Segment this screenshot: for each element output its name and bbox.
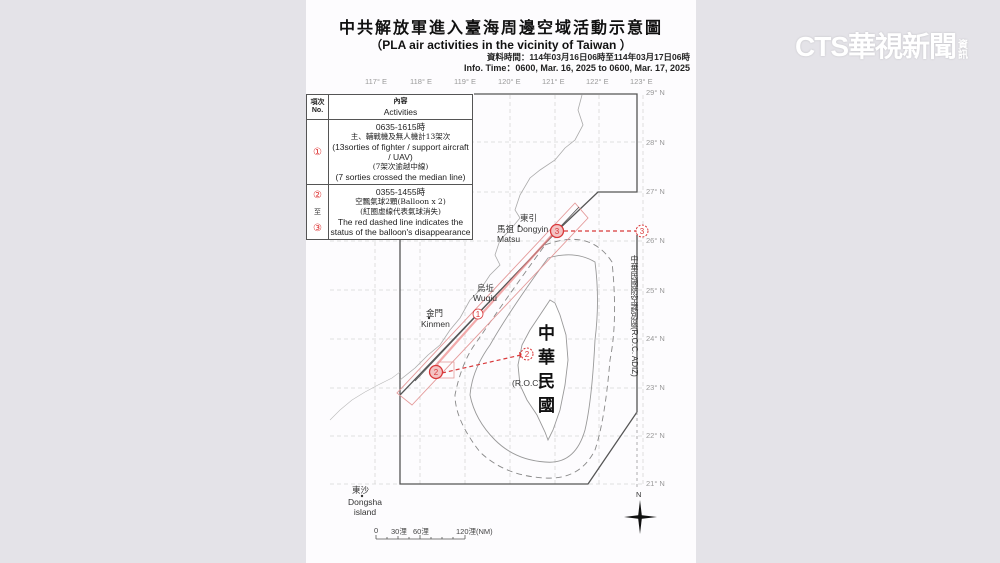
lat-26: 26° N <box>646 236 665 245</box>
label-dongyin-en: Dongyin <box>517 224 549 234</box>
svg-text:3: 3 <box>640 227 645 236</box>
lat-28: 28° N <box>646 138 665 147</box>
label-kinmen-zh: 金門 <box>426 308 444 318</box>
legend-time-1: 0635-1615時 <box>375 122 426 132</box>
lat-27: 27° N <box>646 187 665 196</box>
legend-header-zh: 內容 <box>393 98 408 105</box>
legend-no-2: ② <box>313 190 322 201</box>
lon-118: 118° E <box>410 77 433 86</box>
legend-no-1: ① <box>313 146 322 158</box>
scale-bar <box>375 535 466 540</box>
page-title-en: （PLA air activities in the vicinity of T… <box>370 38 632 52</box>
legend-and: 至 <box>314 209 321 216</box>
label-matsu-zh: 馬祖 <box>497 224 515 234</box>
legend-zh-1: 主、輔戰機及無人機計13架次 <box>350 132 451 141</box>
label-wuqiu-en: Wuqiu <box>473 293 497 303</box>
lon-121: 121° E <box>542 77 565 86</box>
lon-119: 119° E <box>454 77 477 86</box>
marker-3-start[interactable]: 3 <box>549 223 565 239</box>
lat-29: 29° N <box>646 88 665 97</box>
legend-zh-2: 空飄氣球2顆(Balloon x 2) <box>355 197 446 206</box>
scale-0: 0 <box>374 526 379 535</box>
legend-en2-2: The red dashed line indicates the status… <box>330 217 471 237</box>
legend-header-no: 項次 No. <box>307 95 329 119</box>
lat-21: 21° N <box>646 479 665 488</box>
page-title-zh: 中共解放軍進入臺海周邊空域活動示意圖 <box>338 18 663 37</box>
legend-zh2-1: (7架次逾越中線) <box>372 162 429 171</box>
label-roc-zh: 中華民國 <box>538 324 555 416</box>
svg-text:3: 3 <box>555 227 560 236</box>
lon-123: 123° E <box>630 77 653 86</box>
svg-text:1: 1 <box>476 310 481 319</box>
lon-120: 120° E <box>498 77 521 86</box>
legend-zh2-2: (紅圈虛線代表氣球消失) <box>360 207 441 216</box>
legend-row-1: ① 0635-1615時 主、輔戰機及無人機計13架次 (13sorties o… <box>307 120 472 185</box>
legend-header-en: Activities <box>383 107 418 117</box>
scale-120: 120浬(NM) <box>456 527 493 536</box>
label-dongyin-zh: 東引 <box>520 213 538 223</box>
lat-25: 25° N <box>646 286 665 295</box>
marker-2-end[interactable]: 2 <box>520 347 534 361</box>
label-roc-en: (R.O.C) <box>512 378 542 388</box>
svg-text:2: 2 <box>525 350 530 359</box>
cts-news-logo: CTS華視新聞 資訊 <box>795 25 970 65</box>
label-dongsha-zh: 東沙 <box>352 485 370 495</box>
info-time-en: Info. Time：0600, Mar. 16, 2025 to 0600, … <box>464 63 690 73</box>
lon-122: 122° E <box>586 77 609 86</box>
lon-117: 117° E <box>365 77 388 86</box>
label-dongsha-en: Dongsha island <box>347 497 383 517</box>
logo-sub: 資訊 <box>958 40 968 61</box>
compass-north-label: N <box>636 490 642 499</box>
legend-no-3: ③ <box>313 223 322 234</box>
label-kinmen-en: Kinmen <box>421 319 450 329</box>
legend-time-2: 0355-1455時 <box>375 187 426 197</box>
marker-2-start[interactable]: 2 <box>428 364 444 380</box>
info-time-zh: 資料時間：114年03月16日06時至114年03月17日06時 <box>486 52 690 62</box>
scale-60: 60浬 <box>413 527 429 536</box>
label-matsu-en: Matsu <box>497 234 521 244</box>
legend-header: 項次 No. 內容 Activities <box>307 95 472 120</box>
scale-30: 30浬 <box>391 527 407 536</box>
activity-area-1 <box>396 202 589 406</box>
legend-en-1: (13sorties of fighter / support aircraft… <box>332 142 469 162</box>
marker-3-end[interactable]: 3 <box>635 224 649 238</box>
label-adiz: 中華民國防空識別區(R.O.C. ADIZ) <box>630 255 639 377</box>
marker-1[interactable]: 1 <box>472 308 484 320</box>
taiwan-outline <box>517 299 569 442</box>
svg-text:2: 2 <box>434 368 439 377</box>
lat-23: 23° N <box>646 383 665 392</box>
legend-table: 項次 No. 內容 Activities ① 0635-1615時 主、輔戰機及… <box>306 94 473 240</box>
legend-en2-1: (7 sorties crossed the median line) <box>335 172 466 182</box>
lat-22: 22° N <box>646 431 665 440</box>
legend-row-2: ② 至 ③ 0355-1455時 空飄氣球2顆(Balloon x 2) (紅圈… <box>307 185 472 239</box>
logo-text: CTS華視新聞 <box>795 31 957 62</box>
compass-rose-icon <box>624 500 657 534</box>
label-wuqiu-zh: 烏坵 <box>477 283 495 293</box>
lat-24: 24° N <box>646 334 665 343</box>
china-coastline <box>399 94 584 381</box>
